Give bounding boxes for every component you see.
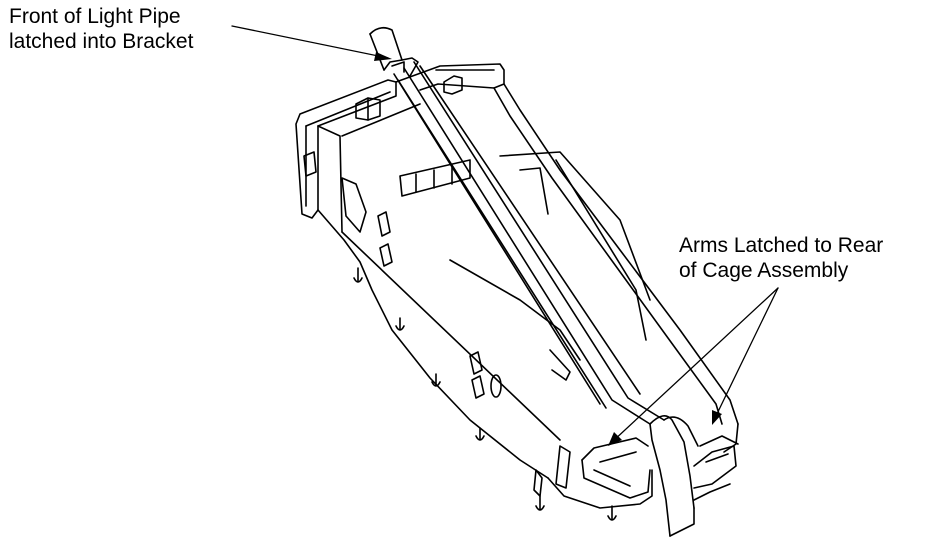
callout-arms-line1: Arms Latched to Rear [679, 234, 884, 257]
cage-right-rim [493, 83, 739, 453]
callout-arms-latched: Arms Latched to Rear of Cage Assembly [679, 233, 883, 283]
leader-lines [231, 25, 779, 446]
light-pipe [369, 26, 699, 537]
bracket-outline [295, 63, 505, 219]
callout-front-line2: latched into Bracket [9, 30, 194, 53]
leader-arms-2 [713, 287, 779, 421]
leader-front [231, 25, 389, 59]
leader-arms-2-arrow [712, 410, 722, 425]
callout-front-light-pipe: Front of Light Pipe latched into Bracket [9, 4, 193, 54]
callout-arms-line2: of Cage Assembly [679, 259, 849, 282]
leader-arms-1 [611, 287, 779, 443]
callout-front-line1: Front of Light Pipe [9, 5, 181, 28]
leader-front-arrow [374, 52, 392, 61]
cage-front [533, 435, 739, 509]
cage-body [317, 103, 651, 521]
leader-arms-1-arrow [608, 432, 622, 446]
